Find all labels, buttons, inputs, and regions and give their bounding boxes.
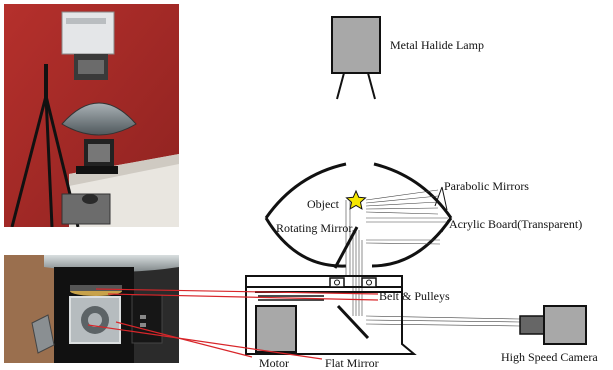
flat-mirror-label: Flat Mirror [325, 357, 379, 369]
acrylic-board-label: Acrylic Board(Transparent) [449, 218, 582, 230]
camera-label: High Speed Camera [501, 351, 598, 363]
parabolic-mirrors-shape [266, 164, 451, 266]
object-label: Object [307, 198, 339, 210]
belt-pulleys-label: Belt & Pulleys [379, 290, 450, 302]
lamp-label: Metal Halide Lamp [390, 39, 484, 51]
photo-pointer-lines [88, 289, 378, 359]
motor-shape [256, 306, 296, 352]
lamp-shape [332, 17, 380, 99]
motor-label: Motor [259, 357, 289, 369]
object-star [347, 191, 366, 209]
parabolic-mirrors-label: Parabolic Mirrors [444, 180, 529, 192]
camera-shape [520, 306, 586, 344]
light-rays [346, 190, 520, 326]
belt-pulleys-shape [258, 278, 376, 300]
rotating-mirror-label: Rotating Mirror [276, 222, 352, 234]
